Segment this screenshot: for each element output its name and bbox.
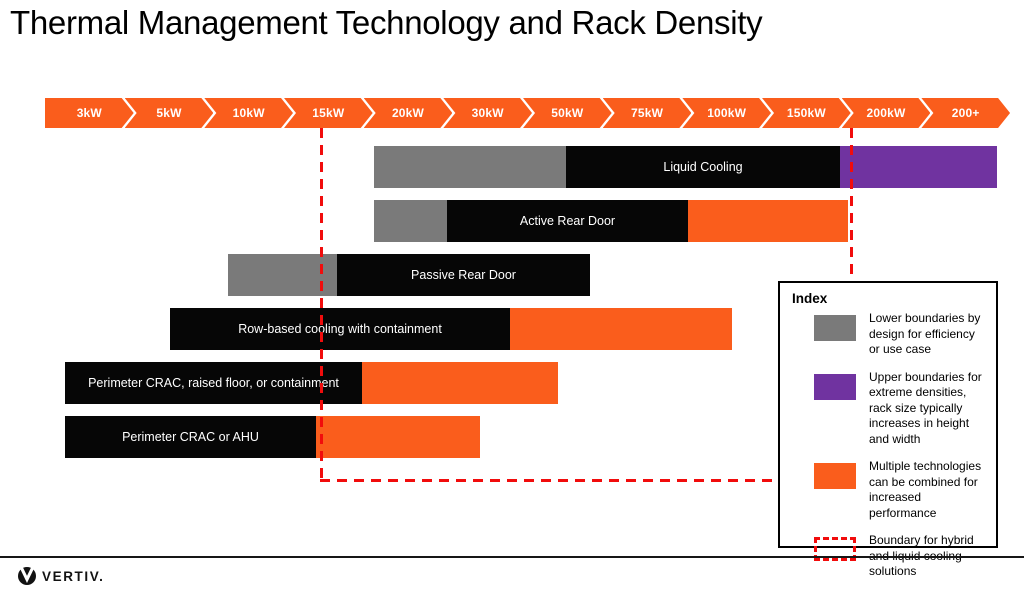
bar-row: Row-based cooling with containment [0, 308, 1024, 350]
bar-segment-black: Passive Rear Door [337, 254, 590, 296]
scale-chevron: 150kW [762, 98, 851, 128]
bar-row: Perimeter CRAC, raised floor, or contain… [0, 362, 1024, 404]
page-title: Thermal Management Technology and Rack D… [10, 4, 763, 41]
bar-segment-black: Active Rear Door [447, 200, 688, 242]
bar-segment-orange [316, 416, 480, 458]
vertiv-logo: VERTIV. [18, 567, 104, 585]
bar-segment-gray [374, 146, 566, 188]
scale-chevron: 100kW [682, 98, 771, 128]
scale-chevron: 15kW [284, 98, 373, 128]
bar-segment-gray [374, 200, 447, 242]
legend-item: Lower boundaries by design for efficienc… [792, 311, 988, 358]
scale-chevron: 5kW [125, 98, 214, 128]
bar-segment-black: Row-based cooling with containment [170, 308, 510, 350]
bar-segment-orange [688, 200, 848, 242]
bar-label: Liquid Cooling [663, 160, 743, 174]
legend-item: Multiple technologies can be combined fo… [792, 459, 988, 521]
hybrid-boundary-line-right [850, 128, 853, 281]
legend-swatch-gray [814, 315, 856, 341]
vertiv-logo-text: VERTIV. [42, 568, 105, 584]
bar-row: Perimeter CRAC or AHU [0, 416, 1024, 458]
legend-item-text: Multiple technologies can be combined fo… [869, 459, 982, 520]
bar-segment-gray [228, 254, 337, 296]
bar-segment-black: Perimeter CRAC or AHU [65, 416, 316, 458]
legend-item-text: Boundary for hybrid and liquid cooling s… [869, 533, 974, 578]
footer-divider [0, 556, 1024, 558]
scale-chevron: 50kW [523, 98, 612, 128]
scale-chevron: 200+ [921, 98, 1010, 128]
legend-swatch-orange [814, 463, 856, 489]
bar-label: Active Rear Door [519, 214, 616, 228]
bar-segment-black: Liquid Cooling [566, 146, 840, 188]
scale-chevron: 200kW [842, 98, 931, 128]
scale-chevron: 10kW [204, 98, 293, 128]
scale-chevron: 75kW [603, 98, 692, 128]
bar-segment-orange [362, 362, 558, 404]
bar-segment-orange [510, 308, 732, 350]
scale-chevron: 30kW [443, 98, 532, 128]
legend-item-text: Lower boundaries by design for efficienc… [869, 311, 981, 356]
bar-label: Perimeter CRAC or AHU [122, 430, 259, 444]
hybrid-boundary-line-bottom [320, 479, 778, 482]
hybrid-boundary-line-left [320, 128, 323, 482]
legend-item-text: Upper boundaries for extreme densities, … [869, 369, 982, 446]
bar-row: Passive Rear Door [0, 254, 1024, 296]
bar-label: Passive Rear Door [411, 268, 516, 282]
bar-label: Row-based cooling with containment [238, 322, 442, 336]
scale-chevron: 20kW [364, 98, 453, 128]
bar-segment-purple [840, 146, 997, 188]
bar-row: Liquid Cooling [0, 146, 1024, 188]
legend-items: Lower boundaries by design for efficienc… [792, 311, 988, 580]
legend-title: Index [792, 291, 828, 306]
bar-row: Active Rear Door [0, 200, 1024, 242]
legend-index-box: Index Lower boundaries by design for eff… [778, 281, 998, 578]
scale-chevron: 3kW [45, 98, 134, 128]
bar-label: Perimeter CRAC, raised floor, or contain… [88, 376, 339, 390]
legend-item: Upper boundaries for extreme densities, … [792, 370, 988, 448]
legend-swatch-purple [814, 373, 856, 400]
bar-segment-black: Perimeter CRAC, raised floor, or contain… [65, 362, 362, 404]
legend-swatch-dashed_red [814, 537, 856, 561]
vertiv-logo-icon [18, 567, 36, 585]
legend-item: Boundary for hybrid and liquid cooling s… [792, 533, 988, 580]
